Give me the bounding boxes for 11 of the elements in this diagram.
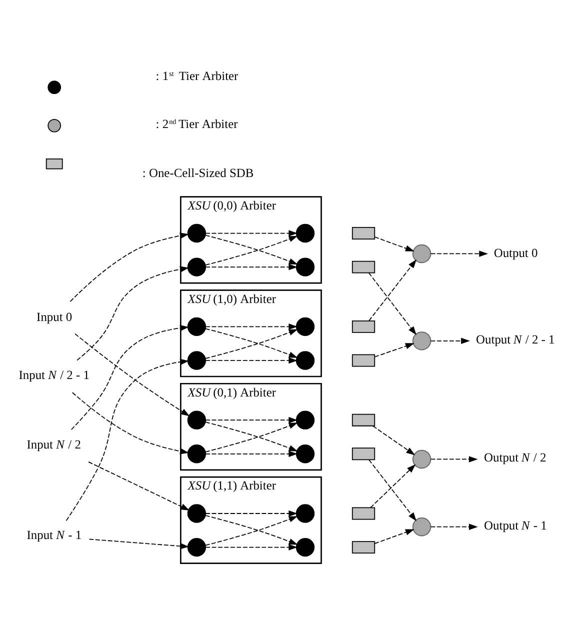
legend-label: : One-Cell-Sized SDB [142,166,254,180]
node-text: Input N / 2 [26,437,81,452]
node-text: Input N - 1 [26,528,82,542]
node-text: Output N / 2 - 1 [476,332,555,346]
node-text: Output 0 [494,246,538,260]
node-text: Output N / 2 [484,450,546,465]
node-text: Output N - 1 [484,518,547,532]
legend-label: : 1$^{st}$ Tier Arbiter [156,68,238,83]
node-text: Input N / 2 - 1 [18,368,90,382]
legend-label: : 2$^{nd}$ Tier Arbiter [156,117,238,132]
node-text: Input 0 [36,310,72,324]
